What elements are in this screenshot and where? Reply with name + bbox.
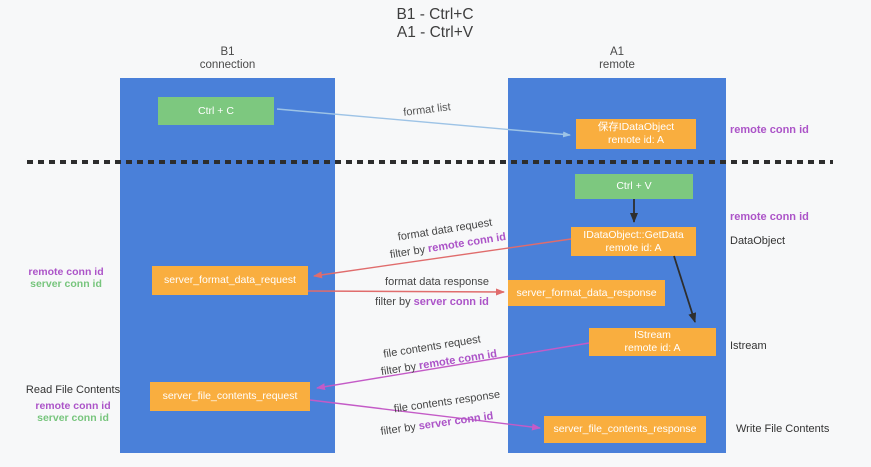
node-server-format-data-response: server_format_data_response (508, 280, 665, 306)
node-server-file-contents-request-label: server_file_contents_request (162, 390, 298, 402)
node-server-file-contents-response: server_file_contents_response (544, 416, 706, 443)
arrow-format-data-response (307, 288, 505, 296)
node-save-idataobject: 保存IDataObject remote id: A (576, 119, 696, 149)
node-server-format-data-request-label: server_format_data_request (164, 274, 296, 286)
node-idataobject-getdata-line1: IDataObject::GetData (583, 228, 684, 241)
label-read-file-contents: Read File Contents (25, 384, 121, 396)
label-write-file-contents: Write File Contents (736, 423, 830, 435)
node-server-format-data-request: server_format_data_request (152, 266, 308, 295)
label-remote-conn-id-mid-right: remote conn id (730, 211, 809, 223)
filter-by-text: filter by (389, 243, 430, 262)
node-save-idataobject-line2: remote id: A (607, 134, 665, 146)
title-line-2: A1 - Ctrl+V (396, 24, 474, 41)
filter-by-text: filter by (380, 360, 421, 379)
filter-by-text: filter by (375, 296, 414, 308)
label-remote-conn-id-left-2: remote conn id (35, 400, 111, 412)
lane-header-b1-line1: B1 (220, 46, 235, 58)
title-line-1: B1 - Ctrl+C (396, 6, 474, 23)
edge-label-filter-server-1: filter by server conn id (375, 296, 489, 308)
label-istream: Istream (730, 340, 767, 352)
lane-header-b1-line2: connection (199, 59, 256, 71)
label-dataobject: DataObject (730, 235, 786, 247)
node-server-file-contents-response-label: server_file_contents_response (553, 423, 697, 435)
node-istream-line2: remote id: A (624, 342, 681, 354)
node-save-idataobject-line1: 保存IDataObject (597, 121, 675, 133)
node-istream-line1: IStream (634, 329, 671, 341)
node-server-file-contents-request: server_file_contents_request (150, 382, 310, 411)
lane-header-a1-line2: remote (599, 59, 635, 71)
node-ctrl-v: Ctrl + V (575, 174, 693, 199)
server-conn-id-highlight: server conn id (413, 296, 489, 308)
node-ctrl-v-label: Ctrl + V (616, 180, 652, 192)
dashed-divider-line (27, 160, 833, 164)
lane-header-a1-line1: A1 (609, 46, 625, 58)
label-remote-conn-id-left-1: remote conn id (28, 266, 104, 278)
filter-by-text: filter by (379, 420, 420, 438)
node-server-format-data-response-label: server_format_data_response (516, 286, 657, 299)
server-conn-id-highlight: server conn id (417, 410, 495, 433)
lane-header-b1: B1 connection (120, 46, 335, 72)
node-ctrl-c: Ctrl + C (158, 97, 274, 125)
label-server-conn-id-left-1: server conn id (30, 278, 102, 290)
node-istream: IStream remote id: A (589, 328, 716, 356)
node-idataobject-getdata-line2: remote id: A (605, 241, 662, 254)
lane-header-a1: A1 remote (508, 46, 726, 72)
label-remote-conn-id-top-right: remote conn id (730, 124, 809, 136)
diagram-title: B1 - Ctrl+C A1 - Ctrl+V (340, 6, 530, 42)
edge-label-format-data-response: format data response (385, 276, 489, 288)
node-ctrl-c-label: Ctrl + C (198, 104, 234, 117)
edge-label-format-list: format list (402, 101, 452, 119)
label-server-conn-id-left-2: server conn id (37, 412, 109, 424)
node-idataobject-getdata: IDataObject::GetData remote id: A (571, 227, 696, 256)
label-block-conn-ids-left: remote conn id server conn id (25, 266, 107, 290)
label-block-read-file-contents: Read File Contents remote conn id server… (20, 384, 126, 424)
